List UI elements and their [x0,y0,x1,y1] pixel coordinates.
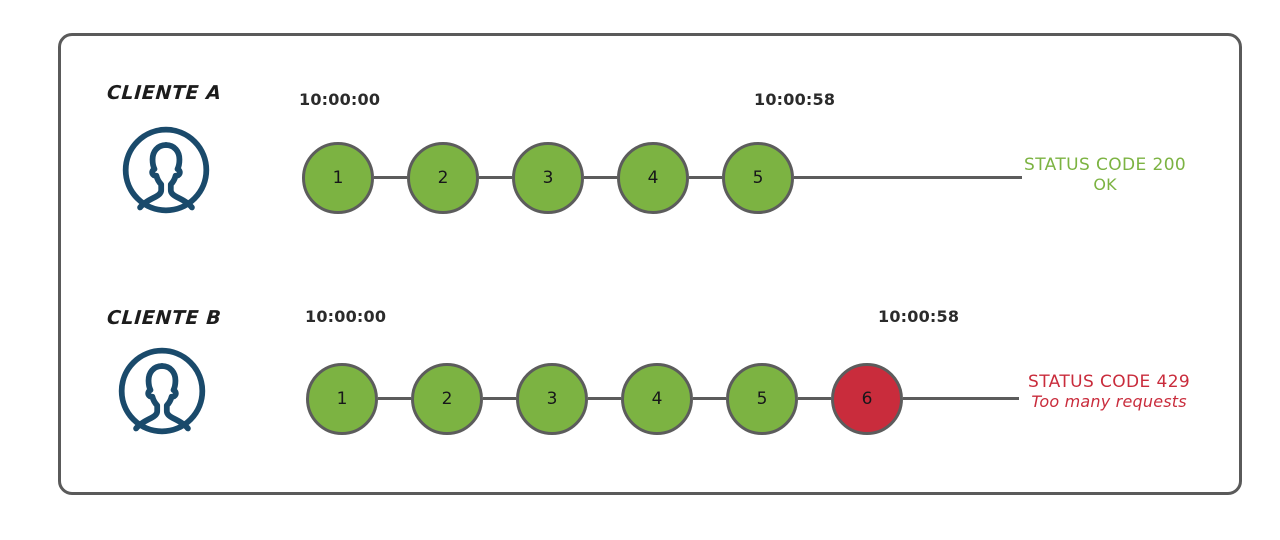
request-node[interactable]: 3 [516,363,588,435]
request-node[interactable]: 2 [407,142,479,214]
client-label-b: CLIENTE B [106,307,223,329]
request-node[interactable]: 5 [722,142,794,214]
status-code-b: STATUS CODE 429 [1028,372,1191,392]
status-message-b: Too many requests [1031,392,1187,412]
client-row-cliente-a: CLIENTE A 10:00:00 10:00:58 1 2 3 4 5 [0,70,1280,270]
request-node[interactable]: 5 [726,363,798,435]
connector-3-4 [588,397,621,400]
user-avatar-icon [118,122,214,218]
request-node[interactable]: 4 [617,142,689,214]
request-node[interactable]: 3 [512,142,584,214]
request-node[interactable]: 2 [411,363,483,435]
timestamp-start-b: 10:00:00 [305,307,387,326]
timestamp-end-b: 10:00:58 [878,307,960,326]
status-badge-a: STATUS CODE 200 OK [1024,155,1186,195]
connector-4-5 [689,176,722,179]
request-node[interactable]: 1 [306,363,378,435]
connector-1-2 [378,397,411,400]
connector-5-status [794,176,1022,179]
status-badge-b: STATUS CODE 429 Too many requests [1028,372,1190,412]
connector-5-6 [798,397,831,400]
request-node-rate-limited[interactable]: 6 [831,363,903,435]
client-row-cliente-b: CLIENTE B 10:00:00 10:00:58 1 2 3 4 5 [0,295,1280,495]
status-code-a: STATUS CODE 200 [1024,155,1187,175]
connector-2-3 [479,176,512,179]
timestamp-end-a: 10:00:58 [754,90,836,109]
status-message-a: OK [1093,175,1117,195]
client-label-a: CLIENTE A [106,82,223,104]
connector-6-status [903,397,1019,400]
connector-3-4 [584,176,617,179]
connector-1-2 [374,176,407,179]
timestamp-start-a: 10:00:00 [299,90,381,109]
request-node[interactable]: 1 [302,142,374,214]
connector-2-3 [483,397,516,400]
connector-4-5 [693,397,726,400]
user-avatar-icon [114,343,210,439]
request-node[interactable]: 4 [621,363,693,435]
